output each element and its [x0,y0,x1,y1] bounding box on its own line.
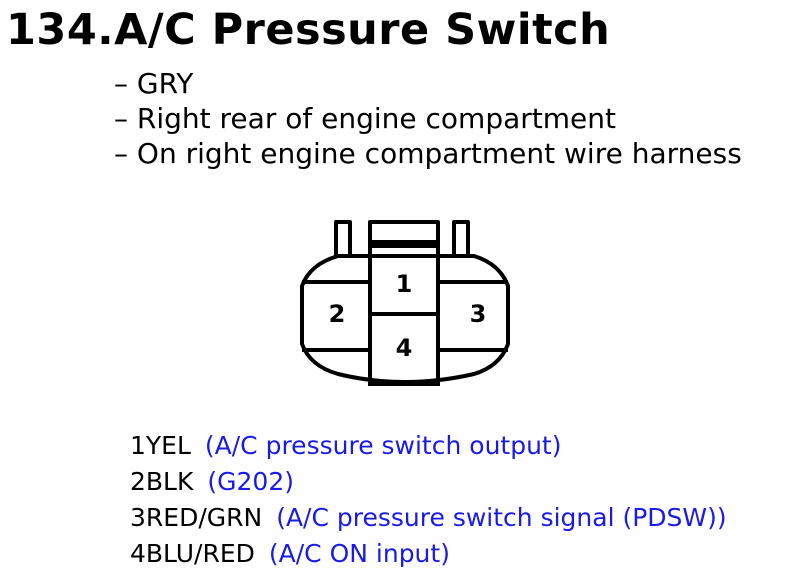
pin-description: (G202) [207,467,294,496]
pin-description: (A/C ON input) [268,539,450,568]
pin-row-1: 1YEL (A/C pressure switch output) [130,428,727,464]
pin-code: 1YEL [130,431,191,460]
pin-list: 1YEL (A/C pressure switch output) 2BLK (G2… [130,428,727,572]
pin-label-4: 4 [396,334,413,362]
pin-code: 4BLU/RED [130,539,255,568]
pin-label-3: 3 [470,300,487,328]
note-harness: – On right engine compartment wire harne… [114,137,742,170]
pin-row-2: 2BLK (G202) [130,464,727,500]
pin-row-4: 4BLU/RED (A/C ON input) [130,536,727,572]
pin-label-2: 2 [329,300,346,328]
pin-code: 2BLK [130,467,194,496]
pin-description: (A/C pressure switch output) [204,431,562,460]
note-color: – GRY [114,67,194,100]
pin-description: (A/C pressure switch signal (PDSW)) [276,503,727,532]
page-title: 134.A/C Pressure Switch [6,5,611,55]
connector-diagram: 1 2 3 4 [300,220,510,386]
pin-row-3: 3RED/GRN (A/C pressure switch signal (PDS… [130,500,727,536]
note-location: – Right rear of engine compartment [114,102,616,135]
left-cavity [302,280,372,352]
right-cavity [436,280,508,352]
pin-label-1: 1 [396,270,413,298]
connector-notes: – GRY – Right rear of engine compartment… [114,66,742,171]
pin-code: 3RED/GRN [130,503,263,532]
